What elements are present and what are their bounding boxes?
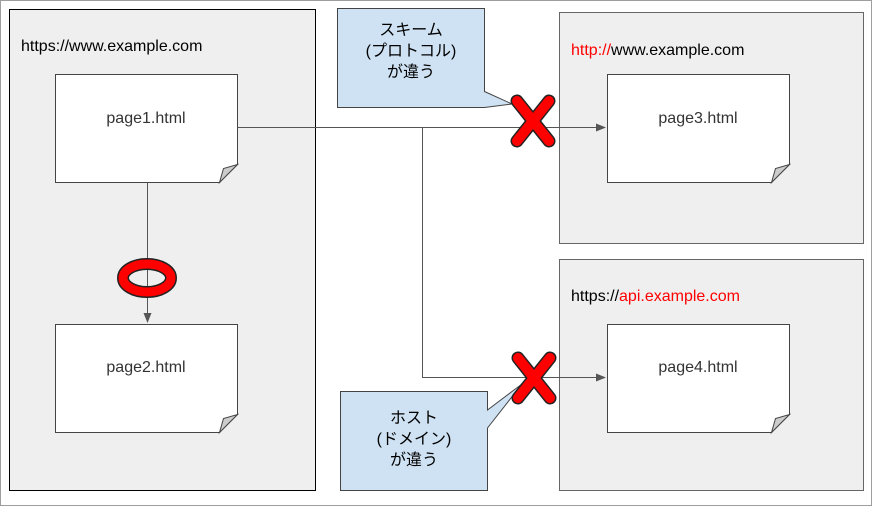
denied-x-mark-host — [511, 351, 557, 405]
page3-document — [607, 74, 792, 185]
page2-label: page2.html — [106, 359, 186, 376]
host-callout-text: ホスト (ドメイン) が違う — [341, 408, 487, 471]
allowed-ring-mark — [118, 259, 176, 297]
host-target-origin-label: https://api.example.com — [571, 288, 740, 306]
scheme-callout-line1: スキーム — [379, 22, 443, 39]
host-callout-line3: が違う — [389, 452, 438, 469]
page1-label: page1.html — [106, 110, 186, 127]
highlighted-scheme: http:// — [571, 42, 612, 59]
scheme-callout-text: スキーム (プロトコル) が違う — [338, 20, 484, 83]
host-callout-line2: (ドメイン) — [376, 431, 452, 448]
origin-scheme: https:// — [571, 288, 620, 305]
host-callout-bubble — [340, 383, 523, 491]
scheme-target-origin-label: http://www.example.com — [571, 42, 744, 60]
page4-document — [607, 324, 792, 435]
page3-label: page3.html — [658, 110, 738, 127]
scheme-callout-line3: が違う — [386, 64, 435, 81]
source-origin-label: https://www.example.com — [21, 38, 203, 55]
denied-x-mark-scheme — [510, 94, 556, 148]
arrow-page1-to-page4 — [422, 127, 606, 382]
scheme-callout-line2: (プロトコル) — [365, 43, 457, 60]
page4-label: page4.html — [658, 359, 738, 376]
origin-rest: www.example.com — [611, 42, 745, 59]
highlighted-host: api.example.com — [619, 288, 740, 305]
page2-document — [55, 324, 240, 435]
host-callout-line1: ホスト — [389, 410, 438, 427]
page1-document — [55, 74, 240, 185]
